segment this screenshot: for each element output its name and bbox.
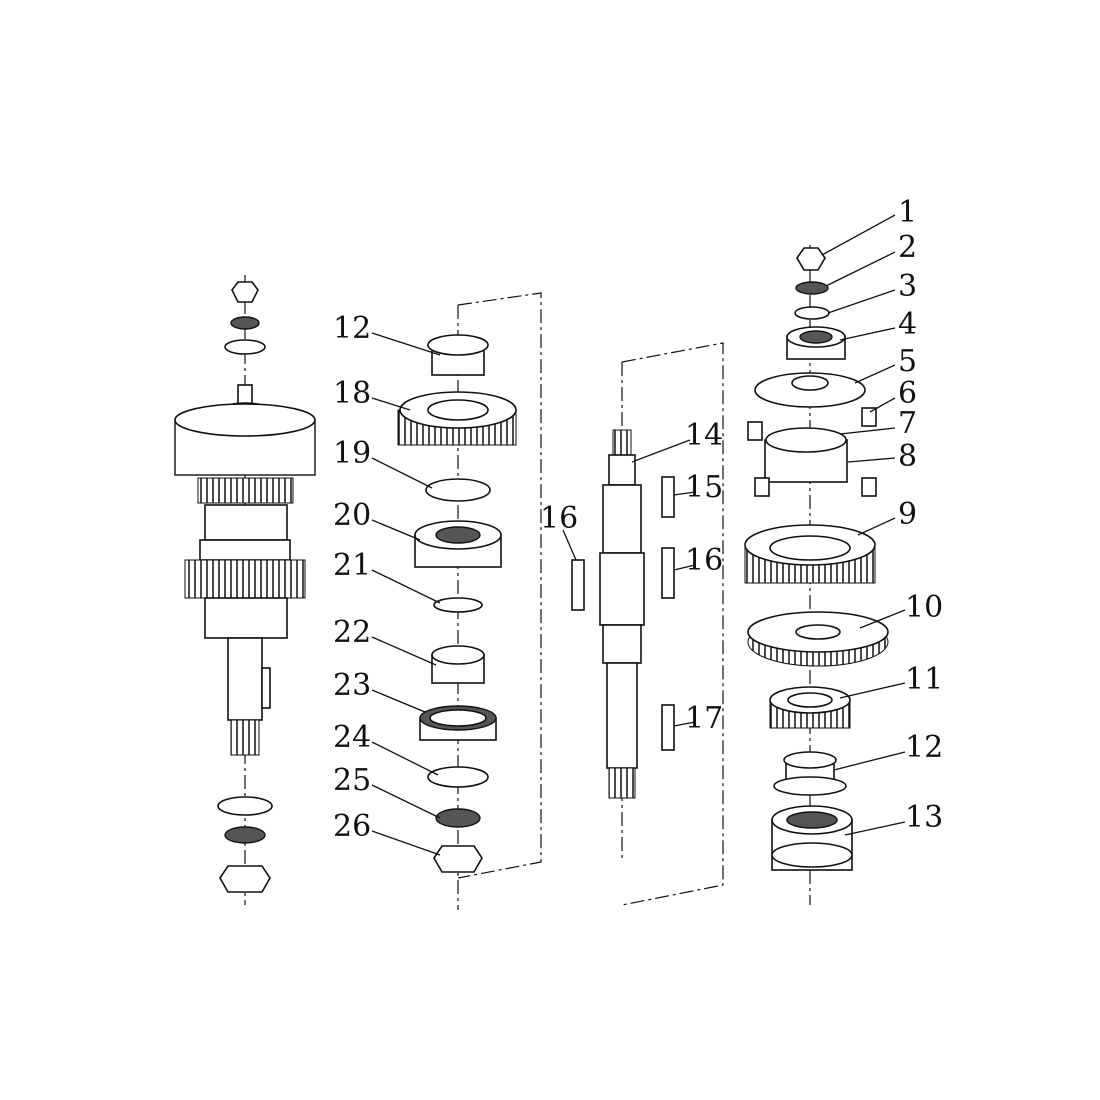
part-12-bushing	[773, 751, 847, 796]
part-2-washer	[795, 281, 829, 295]
part-18-gear	[397, 391, 517, 446]
callout-4: 4	[898, 307, 917, 342]
callout-13: 13	[905, 800, 943, 835]
callout-11: 11	[905, 662, 943, 697]
callout-8: 8	[898, 439, 917, 474]
part-10-bevel-gear	[747, 611, 889, 667]
callout-17: 17	[685, 701, 723, 736]
callout-9: 9	[898, 497, 917, 532]
roller	[747, 421, 763, 441]
callout-23: 23	[333, 668, 371, 703]
callout-19: 19	[333, 436, 371, 471]
callout-20: 20	[333, 498, 371, 533]
shaft-body	[227, 637, 263, 721]
nut-bottom	[219, 865, 271, 893]
callout-10: 10	[905, 590, 943, 625]
callout-2: 2	[898, 230, 917, 265]
shaft-column	[571, 342, 724, 906]
part-22-spacer	[431, 645, 485, 684]
callout-24: 24	[333, 720, 371, 755]
nut-top	[231, 281, 259, 303]
callout-16-right: 16	[685, 543, 723, 578]
part-13-clutch-hub	[771, 805, 853, 871]
part-17-key	[661, 704, 675, 751]
washer	[224, 826, 266, 844]
part-26-nut	[433, 845, 483, 873]
part-1-nut	[796, 247, 826, 271]
leader-lines	[371, 214, 906, 856]
part-3-washer	[794, 306, 830, 320]
right-parts-column	[744, 245, 889, 905]
callout-1: 1	[898, 195, 917, 230]
part-16-key-right	[661, 547, 675, 599]
callout-21: 21	[333, 548, 371, 583]
washer	[217, 796, 273, 816]
callout-5: 5	[898, 344, 917, 379]
clutch	[204, 504, 288, 541]
part-21-ring	[433, 597, 483, 613]
roller	[861, 407, 877, 427]
part-5-plate	[754, 372, 866, 408]
part-4-bearing	[786, 326, 846, 360]
callout-15: 15	[685, 470, 723, 505]
callout-25: 25	[333, 763, 371, 798]
part-19-washer	[425, 478, 491, 502]
callout-18: 18	[333, 376, 371, 411]
gear-mid	[184, 559, 306, 599]
callout-14: 14	[685, 418, 723, 453]
middle-parts-column	[397, 292, 542, 910]
callout-12-middle: 12	[333, 311, 371, 346]
part-11-gear	[769, 686, 851, 729]
part-15-key	[661, 476, 675, 518]
callout-3: 3	[898, 269, 917, 304]
callout-6: 6	[898, 376, 917, 411]
gear-small	[197, 477, 294, 504]
part-6-7-8-clutch	[747, 407, 877, 497]
shaft-thread-bottom	[230, 719, 260, 756]
part-14-shaft-thread	[612, 429, 632, 456]
washer	[230, 316, 260, 330]
part-9-gear	[744, 524, 876, 584]
part-16-key-left	[571, 559, 585, 611]
callout-12-right: 12	[905, 730, 943, 765]
callout-16-left: 16	[540, 501, 578, 536]
callout-labels: 1 2 3 4 5 6 7 8 9 10 11 12 13 12 18 19 2…	[333, 195, 943, 844]
assembled-shaft-view	[174, 275, 316, 905]
part-23-seal	[419, 705, 497, 741]
callout-22: 22	[333, 615, 371, 650]
part-12-bushing	[427, 334, 489, 376]
part-20-bearing	[414, 520, 502, 568]
roller	[754, 477, 770, 497]
roller	[861, 477, 877, 497]
callout-7: 7	[898, 406, 917, 441]
part-25-washer	[435, 808, 481, 828]
part-24-washer	[427, 766, 489, 788]
bearing	[199, 539, 291, 561]
callout-26: 26	[333, 809, 371, 844]
washer	[224, 339, 266, 355]
